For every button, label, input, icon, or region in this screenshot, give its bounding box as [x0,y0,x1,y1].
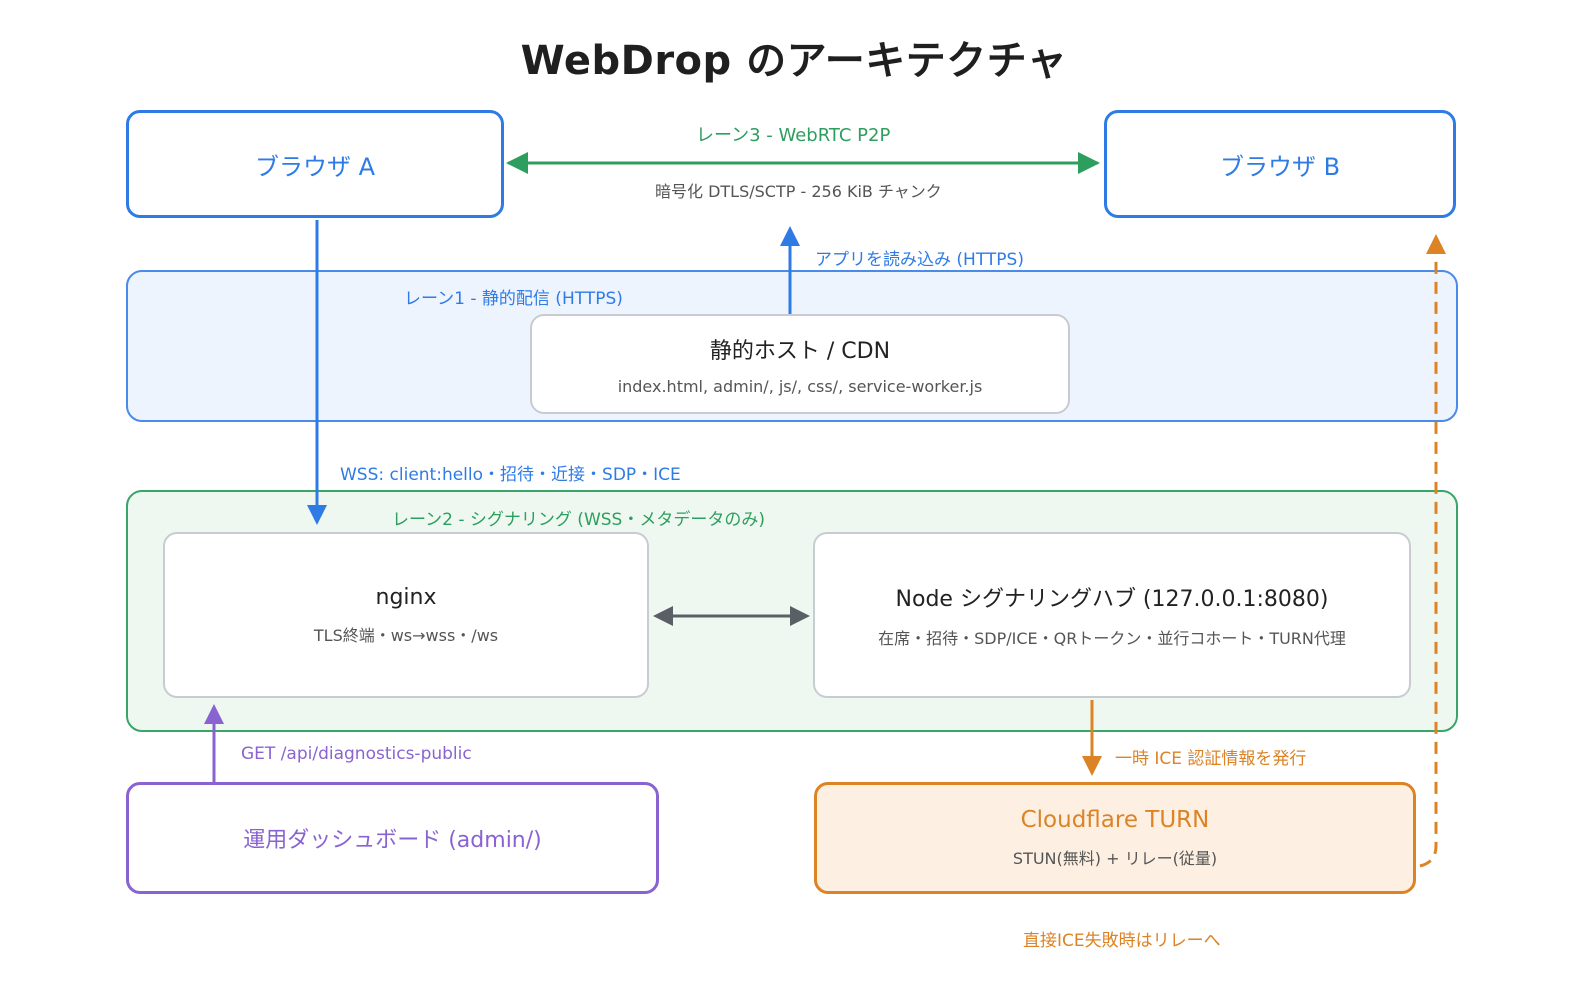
diagram-title: WebDrop のアーキテクチャ [520,38,1068,84]
browser-a-box: ブラウザ A [126,110,504,218]
cloudflare-turn-sub: STUN(無料) + リレー(従量) [1012,849,1218,868]
browser-b-box: ブラウザ B [1104,110,1456,218]
signaling-hub-sub: 在席・招待・SDP/ICE・QRトークン・並行コホート・TURN代理 [878,629,1346,648]
cloudflare-turn-box: Cloudflare TURN STUN(無料) + リレー(従量) [814,782,1416,894]
nginx-sub: TLS終端・ws→wss・/ws [313,625,499,645]
wss-label: WSS: client:hello・招待・近接・SDP・ICE [340,465,681,485]
static-host-title: 静的ホスト / CDN [709,338,891,364]
nginx-box: nginx TLS終端・ws→wss・/ws [163,532,649,698]
signaling-hub-title: Node シグナリングハブ (127.0.0.1:8080) [895,587,1329,612]
relay-note-label: 直接ICE失敗時はリレーへ [1023,931,1221,951]
load-app-label: アプリを読み込み (HTTPS) [815,250,1024,270]
cloudflare-turn-title: Cloudflare TURN [1020,807,1210,833]
ops-dashboard-box: 運用ダッシュボード (admin/) [126,782,659,894]
browser-b-label: ブラウザ B [1219,152,1341,181]
nginx-title: nginx [375,584,437,610]
static-host-sub: index.html, admin/, js/, css/, service-w… [617,376,983,396]
static-host-box: 静的ホスト / CDN index.html, admin/, js/, css… [530,314,1070,414]
relay-dashed-arrow [1419,234,1446,868]
p2p-arrowhead-left [506,152,528,174]
browser-a-label: ブラウザ A [254,152,376,181]
signaling-hub-box: Node シグナリングハブ (127.0.0.1:8080) 在席・招待・SDP… [813,532,1411,698]
lane2-label: レーン2 - シグナリング (WSS・メタデータのみ) [392,510,765,530]
ops-dashboard-label: 運用ダッシュボード (admin/) [243,828,542,853]
lane3-sub-label: 暗号化 DTLS/SCTP - 256 KiB チャンク [655,182,942,201]
diagnostics-label: GET /api/diagnostics-public [241,744,472,764]
p2p-arrowhead-right [1078,152,1100,174]
lane3-label: レーン3 - WebRTC P2P [696,125,891,146]
ice-credentials-label: 一時 ICE 認証情報を発行 [1115,749,1307,769]
lane1-label: レーン1 - 静的配信 (HTTPS) [404,289,623,309]
